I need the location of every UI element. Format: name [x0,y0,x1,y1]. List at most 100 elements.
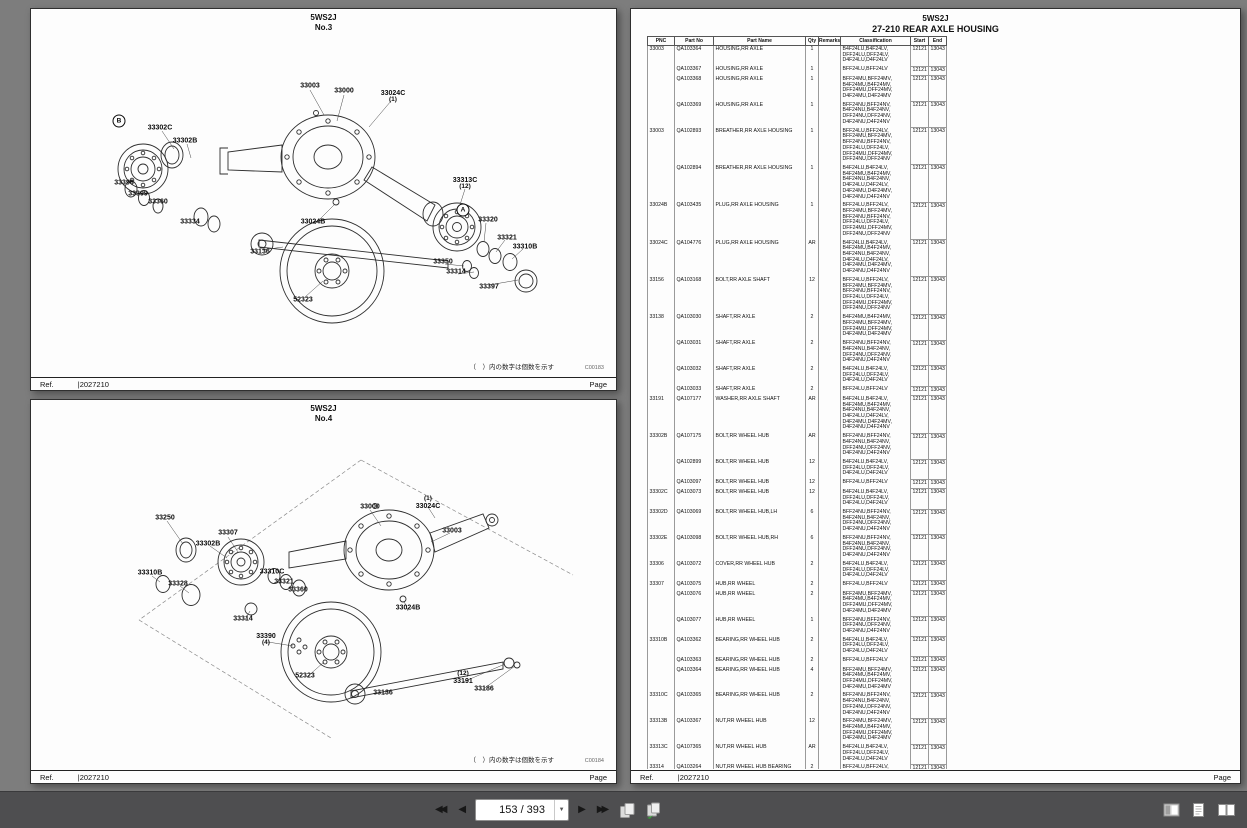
first-page-button[interactable]: ◀◀ [433,803,449,817]
part-callout: 33302B [172,137,198,145]
part-callout: 33360 [148,198,168,206]
facing-pages-view-button[interactable] [1216,801,1237,819]
page-indicator: 153 / 393 [499,804,546,816]
col-qty: Qty [805,36,819,46]
sheet-model: 5WS2J [310,13,337,22]
page-label: Page [589,772,607,782]
rear-axle-hub-drawing [138,459,574,739]
ref-value: |2027210 [77,379,109,389]
part-callout: 33328 [168,580,188,588]
part-callout: 33334 [180,218,200,226]
next-page-button[interactable]: ▶ [578,804,586,815]
facing-pages-icon [1218,804,1235,816]
parts-table: PNC Part No Part Name Qty Remarks Classi… [647,36,947,769]
part-callout: 33302B [195,540,221,548]
snapshot-icon [620,802,635,818]
part-callout: 33350 [433,258,453,266]
sheet-head: 5WS2J No.4 [31,404,616,425]
part-callout: 33250 [155,514,175,522]
part-callout: (1)33024C [415,494,441,510]
parts-list-head: 5WS2J 27-210 REAR AXLE HOUSING [631,14,1240,34]
parts-table-area: PNC Part No Part Name Qty Remarks Classi… [647,36,951,769]
single-page-icon [1193,803,1204,817]
part-callout: 33313C(12) [452,176,478,191]
col-pnc: PNC [647,36,675,46]
sheet-head: 5WS2J No.3 [31,13,616,34]
last-page-button[interactable]: ▶▶ [595,803,611,817]
viewer-toolbar: ◀◀ ◀ 153 / 393 ▼ ▶ ▶▶ [0,791,1247,828]
page-label: Page [589,379,607,389]
snapshot-tool-button[interactable] [618,801,637,820]
single-page-view-button[interactable] [1190,801,1207,819]
ref-label: Ref. [40,379,54,389]
part-callout: 33136 [373,689,393,697]
document-canvas[interactable]: 5WS2J No.3 [0,0,1247,792]
page-number-input[interactable]: 153 / 393 ▼ [475,799,570,821]
quantity-note: （ ）内の数字は個数を示す [469,757,555,764]
ref-label: Ref. [640,772,654,782]
view-marker: B [112,114,126,128]
part-callout: 33397 [479,283,499,291]
part-callout: 33321 [274,578,294,586]
part-callout: 33390(4) [256,632,276,647]
part-callout: 33396 [114,179,134,187]
part-callout: 33302C [147,124,173,132]
sidebar-panel-icon [1163,803,1180,817]
sidebar-toggle-button[interactable] [1162,801,1181,819]
part-callout: 33024B [300,218,326,226]
part-callout: 33360 [288,586,308,594]
part-callout: 33320 [478,216,498,224]
part-callout: 33307 [218,529,238,537]
page-diagram-no4: 5WS2J No.4 [30,399,617,784]
part-callout: 33024C(1) [380,89,406,104]
page-footer: Ref. |2027210 Page [31,377,616,390]
rear-axle-assembly-drawing [117,89,538,324]
part-callout: 33003 [442,527,462,535]
col-remarks: Remarks [818,36,841,46]
table-header-row: PNC Part No Part Name Qty Remarks Classi… [647,36,947,46]
sheet-number: No.4 [314,414,333,424]
col-part-name: Part Name [713,36,806,46]
ref-label: Ref. [40,772,54,782]
part-callout: 33310B [512,243,538,251]
page-navigation: ◀◀ ◀ 153 / 393 ▼ ▶ ▶▶ [433,792,663,828]
page-footer: Ref. |2027210 Page [31,770,616,783]
part-callout: 33003 [300,82,320,90]
part-callout: 33000 [360,503,380,511]
part-callout: 52323 [293,296,313,304]
copy-page-button[interactable] [644,801,663,820]
previous-page-button[interactable]: ◀ [458,804,467,815]
page-footer: Ref. |2027210 Page [631,770,1240,783]
view-marker: A [456,203,470,217]
part-callout: 33314 [446,268,466,276]
quantity-note: （ ）内の数字は個数を示す [469,364,555,371]
sheet-model: 5WS2J [310,404,337,413]
part-callout: 33024B [395,604,421,612]
part-callout: 33000 [334,87,354,95]
part-callout: (12)33191 [453,669,473,685]
col-classification: Classification [840,36,911,46]
part-callout: 33186 [474,685,494,693]
part-callout: 33310C [259,568,285,576]
